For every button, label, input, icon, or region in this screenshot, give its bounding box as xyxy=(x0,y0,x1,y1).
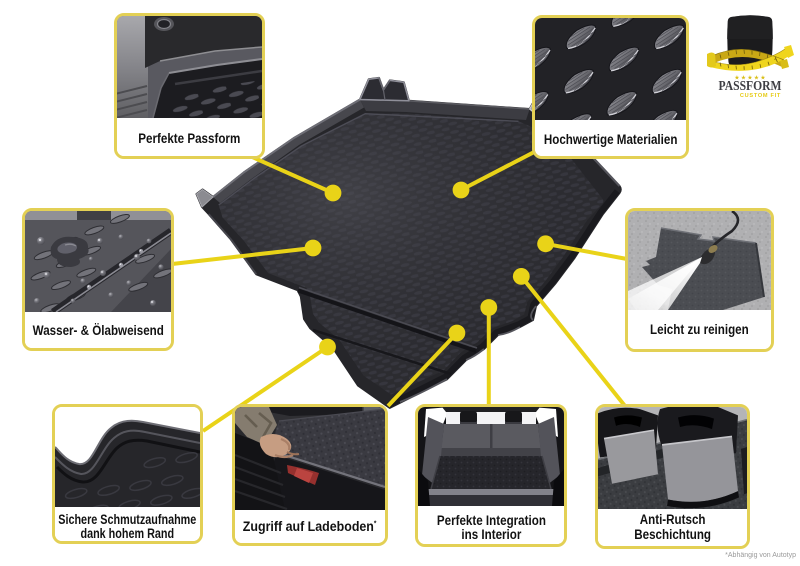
svg-text:CUSTOM FIT: CUSTOM FIT xyxy=(740,93,781,99)
svg-text:★: ★ xyxy=(754,75,760,82)
svg-text:★: ★ xyxy=(747,75,753,82)
svg-text:★: ★ xyxy=(741,75,747,82)
svg-text:★: ★ xyxy=(734,75,740,82)
svg-text:★: ★ xyxy=(760,75,766,82)
svg-text:PASSFORM: PASSFORM xyxy=(719,78,782,93)
